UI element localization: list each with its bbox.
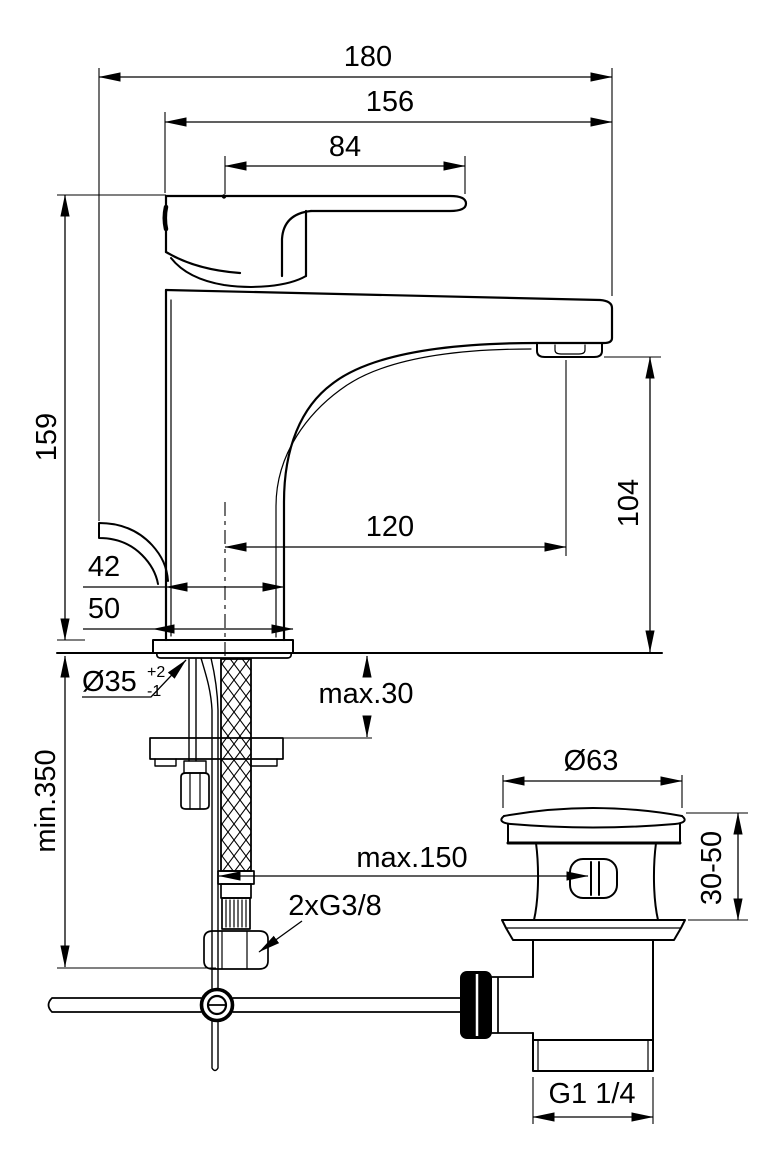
dim-waste-adjust-range: 30-50 [686,812,748,921]
pop-up-waste [500,807,686,1072]
dim-label-mounting-hole: Ø35 [82,666,137,698]
dim-label-base-depth: 50 [88,593,120,625]
dim-rod-offset: max.150 [218,842,589,881]
dim-spout-reach: 120 [224,360,567,556]
dim-mounting-hole: Ø35 +2 -1 [82,659,187,700]
mounting-hardware [149,658,284,810]
dim-label-hole-tol-plus: +2 [147,664,165,681]
dim-label-spout-body-length: 156 [366,86,414,118]
dim-label-spout-reach: 120 [366,511,414,543]
dim-body-depth: 42 [83,551,285,592]
dim-label-outlet-height: 104 [613,479,645,527]
dim-label-clearance-below: min.350 [30,749,62,852]
dim-outlet-height: 104 [604,356,661,653]
dim-spout-body-length: 156 [164,86,613,193]
dim-base-depth: 50 [83,593,294,634]
dim-label-overall-length: 180 [344,41,392,73]
dim-waste-cap-diameter: Ø63 [502,745,683,808]
dim-handle-length: 84 [224,131,466,194]
dim-label-waste-outlet-thread: G1 1/4 [548,1078,635,1110]
dim-label-deck-thickness: max.30 [318,678,413,710]
supply-hose [203,658,269,970]
dim-total-height: 159 [31,194,166,641]
dim-deck-thickness: max.30 [283,655,414,739]
dim-overall-length: 180 [98,41,613,521]
dim-label-handle-length: 84 [329,131,361,163]
faucet-body [152,288,614,661]
dim-label-hole-tol-minus: -1 [147,683,161,700]
faucet-handle [162,194,468,288]
dim-waste-outlet-thread: G1 1/4 [532,1077,654,1124]
dim-label-waste-cap-diameter: Ø63 [564,745,619,777]
dim-label-rod-offset: max.150 [356,842,467,874]
dim-clearance-below: min.350 [30,655,216,969]
dim-label-total-height: 159 [31,413,63,461]
pop-up-rod [47,657,534,1072]
dim-supply-thread: 2xG3/8 [258,890,382,953]
dim-label-body-depth: 42 [88,551,120,583]
dim-label-waste-adjust-range: 30-50 [696,831,728,905]
dim-label-supply-thread: 2xG3/8 [288,890,382,922]
